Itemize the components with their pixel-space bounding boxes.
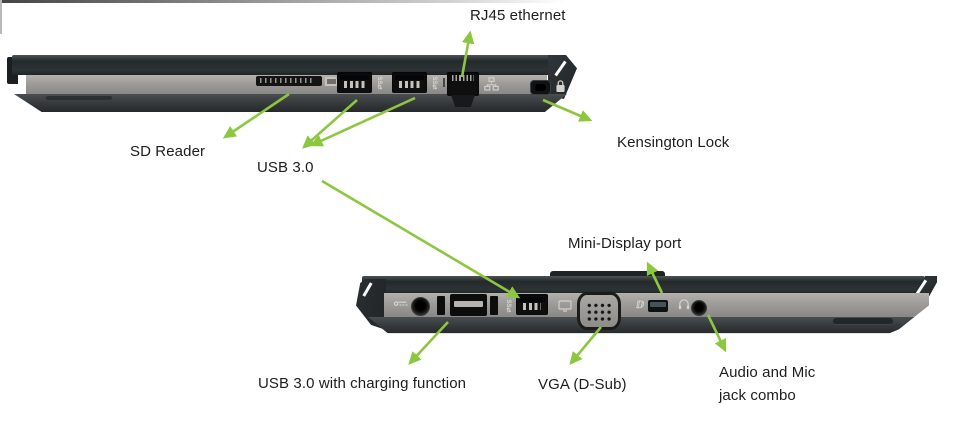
label-usb3-top: USB 3.0: [257, 159, 314, 176]
dc-in-icon: [394, 299, 408, 311]
displayport-icon: ⅅ: [636, 300, 645, 311]
laptop-top-bottom-seam: [46, 96, 112, 100]
label-usb3-charging: USB 3.0 with charging function: [258, 375, 467, 392]
usb3-port-1: [337, 72, 372, 93]
laptop-bottom-lid-bumper: [550, 271, 665, 278]
ethernet-network-icon: [484, 77, 499, 91]
usb-superspeed-icon-2: SS⇄: [431, 76, 438, 90]
sd-slot-teeth: [260, 78, 312, 83]
usb3-charging-tongue: [454, 301, 483, 307]
sd-card-slot: [256, 76, 322, 86]
display-monitor-icon: [558, 300, 572, 312]
vga-dsub-port: [577, 292, 621, 330]
usb3-port-1-pins: [344, 81, 365, 88]
dc-power-jack: [411, 297, 430, 316]
usb3-port-2-pins: [399, 81, 420, 88]
headset-icon: [678, 298, 690, 311]
dock-slot-left: [437, 296, 445, 315]
laptop-bottom-bottom-chassis: [368, 317, 929, 334]
audio-mic-combo-jack: [691, 300, 707, 316]
laptop-bottom-lid-edge: [362, 276, 925, 294]
usb-superspeed-icon-1: SS⇄: [376, 76, 383, 90]
left-edge-artifact-line: [0, 0, 2, 34]
kensington-lock-slot: [530, 80, 551, 95]
dock-slot-right: [490, 296, 498, 315]
top-edge-artifact-line: [0, 0, 565, 3]
usb3-charging-port: [450, 294, 487, 316]
usb3-port-2: [392, 72, 427, 93]
label-rj45-ethernet: RJ45 ethernet: [470, 7, 566, 24]
label-mini-display-port: Mini-Display port: [568, 235, 682, 252]
usb3-port-3: [516, 294, 548, 315]
rj45-ethernet-port: [447, 72, 479, 96]
laptop-top-bottom-chassis: [14, 94, 567, 112]
vga-pin-holes: [585, 301, 613, 321]
label-audio-line1: Audio and Mic: [719, 364, 816, 381]
label-audio-line2: jack combo: [719, 387, 796, 404]
label-audio-mic-combo: Audio and Mic jack combo: [719, 361, 815, 407]
lock-icon: [555, 79, 566, 93]
port-divider-mark: [443, 78, 445, 87]
rj45-jack-jaw: [451, 95, 475, 107]
usb3-port-3-pins: [523, 303, 541, 310]
sd-card-icon: [325, 77, 338, 86]
usb3-port-3-recess: [519, 297, 545, 302]
usb3-port-2-recess: [395, 75, 424, 80]
label-sd-reader: SD Reader: [130, 143, 206, 160]
laptop-bottom-vent-slot: [833, 318, 893, 325]
laptop-top-lid-edge: [12, 55, 560, 75]
rj45-pins: [452, 75, 474, 81]
usb3-port-1-recess: [340, 75, 369, 80]
label-vga-dsub: VGA (D-Sub): [538, 376, 627, 393]
label-kensington-lock: Kensington Lock: [617, 134, 730, 151]
mini-displayport: [648, 300, 668, 312]
